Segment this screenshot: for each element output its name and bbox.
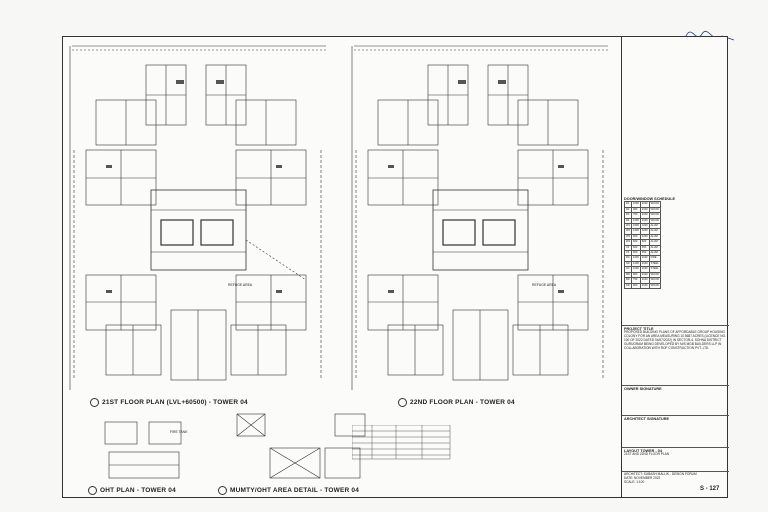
schedule-cell: KD — [623, 282, 633, 289]
plan-number-circle-icon — [88, 486, 97, 495]
mumty-detail — [225, 410, 375, 485]
floor-plan-21-drawing — [69, 45, 326, 390]
architect-signature-heading: ARCHITECT SIGNATURE — [624, 417, 670, 421]
schedule-cell: WOOD — [648, 201, 661, 208]
plan-number-circle-icon — [90, 398, 99, 407]
owner-signature-box: OWNER SIGNATURE — [622, 386, 729, 416]
schedule-cell: STEEL — [648, 260, 661, 268]
refuge-area-label-1: REFUGE AREA — [228, 283, 253, 287]
project-title-heading: PROJECT TITLE — [624, 327, 654, 331]
schedule-title: DOOR/WINDOW SCHEDULE — [624, 197, 676, 201]
refuge-area-label-2: REFUGE AREA — [532, 283, 557, 287]
plan-title-22: 22ND FLOOR PLAN - TOWER 04 — [398, 398, 515, 407]
area-table — [352, 425, 452, 461]
schedule-cell: BD — [623, 277, 633, 284]
drawing-frame — [62, 36, 728, 498]
drawing-title-2: 21ST AND 22ND FLOOR PLAN — [624, 452, 670, 457]
floor-plan-21 — [66, 40, 331, 395]
schedule-cell: D4 — [623, 217, 633, 225]
architect-label: ARCHITECT — [624, 472, 642, 476]
oht-plan — [95, 418, 195, 483]
schedule-cell: D1 — [623, 201, 633, 208]
schedule-cell: 2100 — [639, 282, 650, 289]
schedule-cell: D3 — [623, 212, 633, 219]
schedule-cell: FIRE — [648, 255, 661, 262]
scale-value: 1:100 — [636, 479, 645, 484]
oht-plan-drawing — [104, 421, 182, 479]
owner-signature-heading: OWNER SIGNATURE — [624, 387, 662, 391]
date-label: DATE — [624, 475, 633, 480]
schedule-cell: WOOD — [648, 277, 661, 284]
floor-plan-22 — [348, 40, 613, 395]
plan-title-21: 21ST FLOOR PLAN (LVL+60500) - TOWER 04 — [90, 398, 248, 407]
architect-name: SUBASH MALLIK - DESIGN FORUM — [643, 472, 697, 476]
schedule-cell: WOOD — [648, 282, 661, 289]
architect-signature-box: ARCHITECT SIGNATURE — [622, 416, 729, 448]
floor-plan-22-drawing — [351, 45, 608, 390]
schedule-cell: FD — [623, 255, 633, 262]
fire-tank-label: FIRE TANK — [170, 430, 188, 434]
schedule-cell: 900 — [631, 282, 641, 289]
schedule-cell: ALUM — [648, 228, 661, 235]
drawing-info-box: ARCHITECT: SUBASH MALLIK - DESIGN FORUM … — [624, 472, 697, 484]
project-title-text: PROPOSED BUILDING PLANS OF AFFORDABLE GR… — [624, 330, 726, 351]
schedule-cell: LD — [623, 266, 633, 273]
schedule-cell: WOOD — [648, 217, 661, 225]
schedule-cell: WOOD — [648, 212, 661, 219]
schedule-cell: ALUM — [648, 239, 661, 246]
plan-number-circle-icon — [398, 398, 407, 407]
plan-number-circle-icon — [218, 486, 227, 495]
schedule-cell: W4 — [623, 239, 633, 246]
schedule-cell: WOOD — [648, 271, 661, 279]
sheet-number: S - 127 — [700, 486, 720, 492]
drawing-title-box: LAYOUT TOWER - 04 21ST AND 22ND FLOOR PL… — [622, 448, 729, 472]
drawing-title-1: LAYOUT TOWER - 04 — [624, 449, 662, 453]
oht-plan-title: OHT PLAN - TOWER 04 — [88, 486, 176, 495]
schedule-cell: WOOD — [648, 206, 661, 214]
date-value: NOVEMBER 2022 — [634, 475, 661, 480]
schedule-cell: STEEL — [648, 266, 661, 273]
mumty-detail-drawing — [236, 413, 366, 479]
area-table-drawing — [352, 425, 451, 460]
scale-label: SCALE — [624, 479, 635, 484]
project-title-box: PROJECT TITLE PROPOSED BUILDING PLANS OF… — [622, 326, 729, 386]
mumty-plan-title: MUMTY/OHT AREA DETAIL - TOWER 04 — [218, 486, 359, 495]
schedule-cell: W2 — [623, 228, 633, 235]
